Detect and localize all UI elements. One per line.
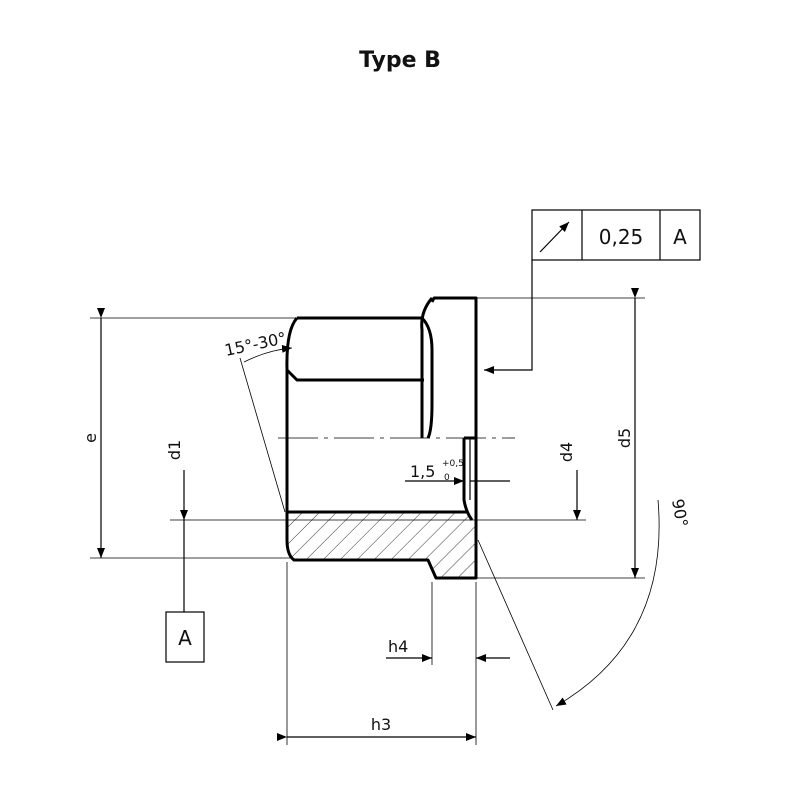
datum-box — [165, 611, 205, 663]
angle-90-label: 90° — [668, 497, 692, 528]
drawing-title: Type B — [359, 48, 441, 73]
groove-tolerance-lower: 0 — [444, 473, 450, 483]
d1-label: d1 — [165, 440, 184, 460]
datum-box-label: A — [178, 626, 192, 650]
part-outline — [285, 296, 478, 580]
hatched-section — [287, 512, 476, 578]
fcf-leader — [484, 260, 533, 374]
runout-arrow-icon — [539, 221, 570, 253]
groove-width-value: 1,5 — [410, 462, 435, 481]
angle-arc — [555, 499, 660, 707]
d4-label: d4 — [557, 442, 576, 462]
h4-label: h4 — [388, 637, 408, 656]
e-label: e — [81, 433, 100, 443]
h3-label: h3 — [371, 715, 391, 734]
fcf-tolerance: 0,25 — [599, 225, 644, 249]
feature-control-frame: 0,25 A — [531, 209, 701, 261]
chamfer-angle-label: 15°-30° — [223, 328, 288, 360]
d5-label: d5 — [615, 428, 634, 448]
fcf-datum: A — [673, 225, 687, 249]
angle-leader — [477, 539, 554, 711]
chamfer-leader — [239, 357, 286, 513]
groove-tolerance-upper: +0,5 — [442, 459, 464, 469]
